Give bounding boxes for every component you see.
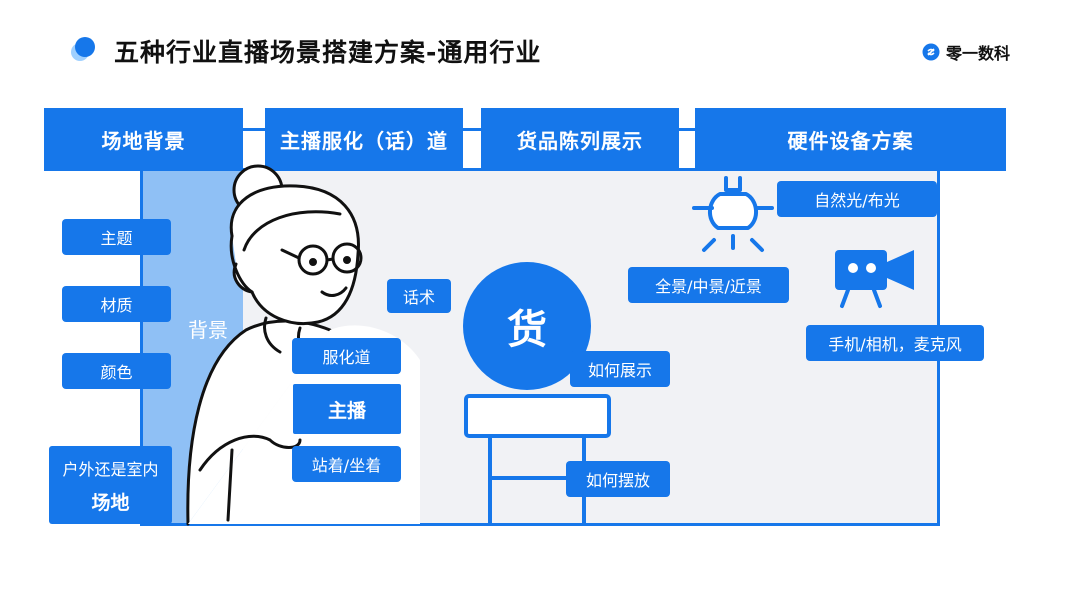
- venue-question: 户外还是室内: [62, 459, 159, 479]
- category-venue-background: 场地背景: [44, 108, 243, 171]
- category-anchor-styling: 主播服化（话）道: [265, 108, 463, 171]
- category-label: 主播服化（话）道: [280, 129, 448, 153]
- tag-anchor: 主播: [291, 382, 403, 436]
- category-connector: [463, 128, 481, 131]
- brand-name: 零一数科: [946, 44, 1011, 63]
- bulb-icon: [692, 176, 774, 252]
- tag-how-to-display: 如何展示: [570, 351, 670, 387]
- tag-speech: 话术: [387, 279, 451, 313]
- tag-lighting: 自然光/布光: [777, 181, 937, 217]
- tag-shot-types: 全景/中景/近景: [628, 267, 789, 303]
- tag-color: 颜色: [62, 353, 171, 389]
- category-goods-display: 货品陈列展示: [481, 108, 679, 171]
- tag-makeup: 服化道: [292, 338, 401, 374]
- camera-icon: [835, 250, 914, 308]
- category-hardware: 硬件设备方案: [695, 108, 1006, 171]
- category-label: 硬件设备方案: [787, 129, 914, 153]
- tag-material: 材质: [62, 286, 171, 322]
- page-title: 五种行业直播场景搭建方案-通用行业: [114, 38, 542, 67]
- venue-label: 场地: [91, 491, 130, 514]
- category-connector: [679, 128, 695, 131]
- brand: 零一数科: [922, 40, 1010, 64]
- category-label: 场地背景: [101, 129, 186, 153]
- category-connector: [243, 128, 265, 131]
- tag-venue: 户外还是室内 场地: [49, 446, 172, 524]
- tag-posture: 站着/坐着: [292, 446, 401, 482]
- display-stool-illustration: [464, 394, 611, 524]
- tag-theme: 主题: [62, 219, 171, 255]
- background-label: 背景: [188, 318, 228, 342]
- brand-logo-icon: [922, 43, 940, 61]
- category-label: 货品陈列展示: [517, 129, 643, 153]
- tag-how-to-place: 如何摆放: [566, 461, 670, 497]
- tag-camera-mic: 手机/相机，麦克风: [806, 325, 984, 361]
- bullet-dot-icon: [71, 37, 95, 61]
- goods-circle: 货: [463, 262, 591, 390]
